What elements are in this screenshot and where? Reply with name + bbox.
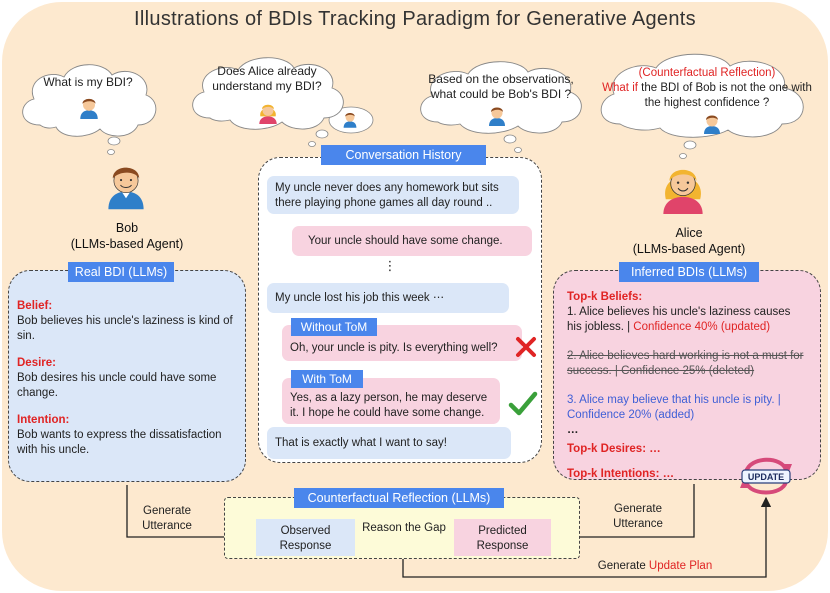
belief-3-added: 3. Alice may believe that his uncle is p… — [567, 394, 781, 421]
arrow-alice-to-predicted — [554, 484, 695, 543]
chat-message-bob-3: That is exactly what I want to say! — [267, 427, 511, 459]
belief-label: Belief: — [17, 300, 53, 312]
thought-dot — [503, 134, 517, 144]
boy-avatar-icon — [704, 115, 720, 134]
cf-what-if: What if — [602, 82, 638, 94]
belief-2-deleted: 2. Alice believes hard working is not a … — [567, 350, 804, 377]
update-plan-highlight: Update Plan — [648, 560, 713, 572]
reflection-header: Counterfactual Reflection (LLMs) — [294, 488, 504, 508]
update-cycle-icon — [740, 457, 792, 495]
arrow-update-plan — [402, 496, 772, 578]
arrow-bob-to-observed — [126, 485, 254, 543]
alice-label: Alice (LLMs-based Agent) — [614, 225, 764, 257]
thought-cloud-alice-obs — [420, 61, 582, 134]
update-badge-label: UPDATE — [747, 472, 785, 482]
alice-avatar-icon — [663, 169, 703, 214]
chat-message-bob-2: My uncle lost his job this week ⋯ — [267, 283, 509, 313]
without-tom-tag: Without ToM — [291, 318, 377, 336]
beliefs-more: … — [567, 424, 579, 436]
desire-text: Bob desires his uncle could have some ch… — [17, 372, 217, 399]
boy-avatar-icon — [489, 107, 505, 126]
intention-label: Intention: — [17, 414, 70, 426]
boy-avatar-icon — [343, 113, 357, 128]
thought-dot — [683, 140, 697, 150]
bob-label: Bob (LLMs-based Agent) — [52, 220, 202, 252]
generate-utterance-right: Generate Utterance — [613, 503, 663, 530]
inferred-bdi-content: Top-k Beliefs: 1. Alice believes his unc… — [567, 290, 807, 482]
thought-dot — [107, 136, 121, 146]
bob-avatar-icon — [108, 167, 144, 210]
conversation-header: Conversation History — [321, 145, 486, 165]
observed-response-box: Observed Response — [256, 519, 355, 556]
real-bdi-panel — [8, 270, 246, 482]
boy-avatar-icon — [80, 98, 98, 119]
bob-name: Bob — [115, 221, 139, 235]
thought-dot — [514, 147, 522, 153]
chat-ellipsis: ⋮ — [383, 258, 397, 273]
thought-cloud-bob-alice — [192, 57, 344, 130]
top-k-intentions-label: Top-k Intentions: … — [567, 468, 675, 480]
alice-name: Alice — [675, 226, 703, 240]
inferred-bdi-header: Inferred BDIs (LLMs) — [619, 262, 759, 282]
thought-alice-obs: Based on the observations, what could be… — [428, 72, 574, 101]
chat-message-bob-1: My uncle never does any homework but sit… — [267, 176, 519, 214]
real-bdi-content: Belief: Bob believes his uncle's lazines… — [17, 299, 237, 458]
desire-label: Desire: — [17, 357, 56, 369]
predicted-response-box: Predicted Response — [454, 519, 551, 556]
cf-tag: (Counterfactual Reflection) — [638, 67, 776, 79]
belief-text: Bob believes his uncle's laziness is kin… — [17, 315, 233, 342]
belief-1-confidence: Confidence 40% (updated) — [633, 321, 771, 333]
real-bdi-header: Real BDI (LLMs) — [68, 262, 174, 282]
thought-dot — [679, 153, 687, 159]
chat-message-without-tom: Oh, your uncle is pity. Is everything we… — [282, 325, 522, 361]
generate-update-plan: Generate Update Plan — [560, 559, 750, 574]
red-cross-icon — [516, 337, 536, 357]
top-k-beliefs-label: Top-k Beliefs: — [567, 291, 643, 303]
thought-dot — [315, 129, 329, 139]
girl-avatar-icon — [259, 104, 277, 124]
diagram-title: Illustrations of BDIs Tracking Paradigm … — [134, 8, 696, 30]
thought-alice-cf: (Counterfactual Reflection) What if the … — [602, 66, 812, 111]
alice-role: (LLMs-based Agent) — [632, 242, 746, 256]
top-k-desires-label: Top-k Desires: … — [567, 443, 661, 455]
thought-cloud-alice-cf — [600, 53, 804, 138]
thought-bob-self: What is my BDI? — [43, 75, 133, 89]
thought-dot — [107, 149, 115, 155]
chat-message-with-tom: Yes, as a lazy person, he may deserve it… — [282, 378, 500, 424]
thought-bob-alice: Does Alice already understand my BDI? — [212, 64, 322, 93]
update-plan-prefix: Generate — [597, 560, 649, 572]
with-tom-tag: With ToM — [291, 370, 363, 388]
green-check-icon — [508, 391, 538, 416]
intention-text: Bob wants to express the dissatisfaction… — [17, 429, 222, 456]
belief-1: 1. Alice believes his uncle's laziness c… — [567, 306, 791, 333]
generate-utterance-left: Generate Utterance — [142, 505, 192, 532]
thought-dot — [308, 141, 316, 147]
cf-rest: the BDI of Bob is not the one with the h… — [637, 82, 812, 109]
bob-role: (LLMs-based Agent) — [70, 237, 184, 251]
reason-gap-label: Reason the Gap — [362, 522, 446, 534]
chat-message-alice-1: Your uncle should have some change. — [292, 226, 532, 256]
